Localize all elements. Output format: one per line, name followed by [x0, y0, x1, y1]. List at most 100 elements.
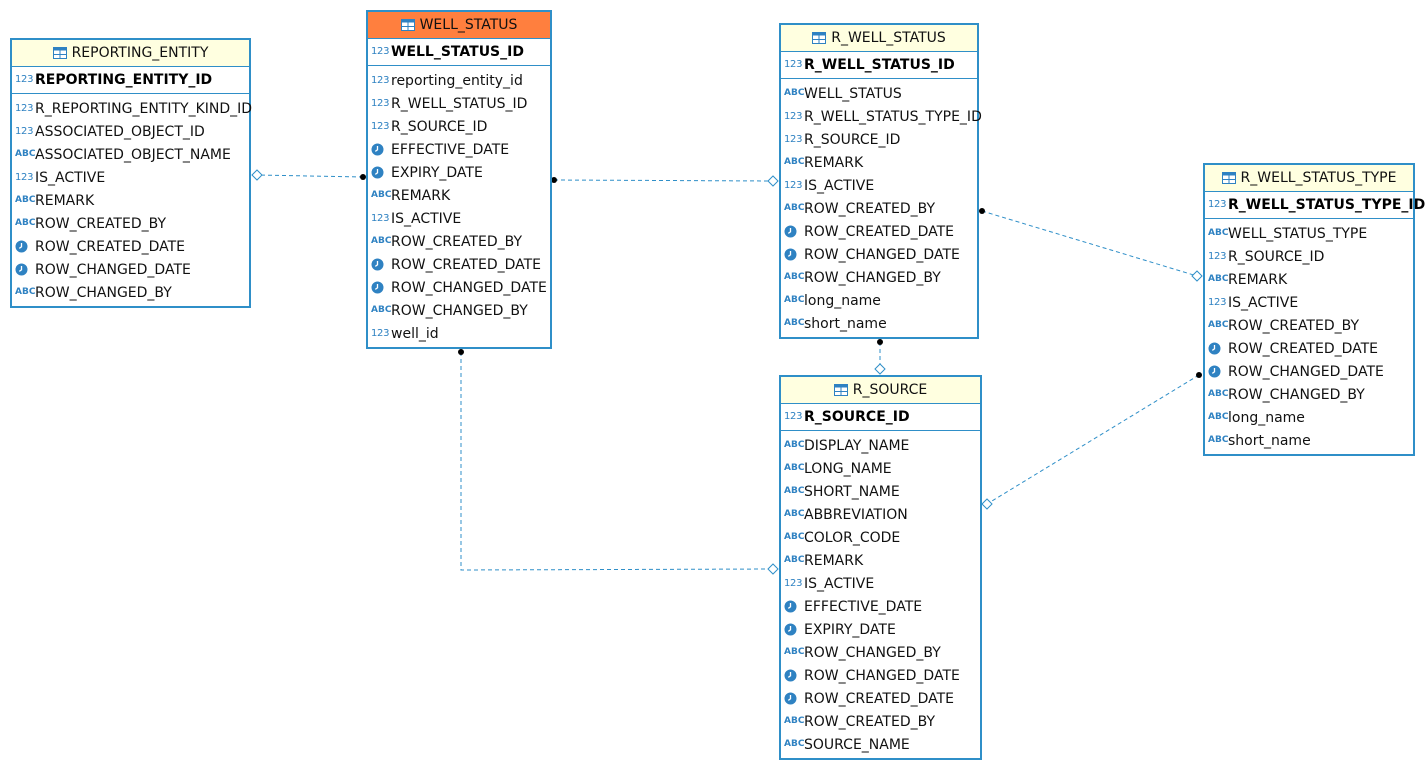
- column-name: WELL_STATUS: [804, 85, 902, 102]
- link-well-status-to-r-source[interactable]: [460, 352, 774, 571]
- date-clock-icon: [371, 166, 390, 179]
- column-row[interactable]: EXPIRY_DATE: [368, 161, 550, 184]
- entity-header[interactable]: R_SOURCE: [781, 377, 980, 404]
- column-row[interactable]: ROW_CHANGED_DATE: [1205, 360, 1413, 383]
- entity-header[interactable]: REPORTING_ENTITY: [12, 40, 249, 67]
- column-name: R_WELL_STATUS_ID: [804, 57, 955, 73]
- numeric-type-icon: 123: [1208, 250, 1227, 262]
- column-row[interactable]: ROW_CREATED_DATE: [368, 253, 550, 276]
- table-icon: [52, 47, 67, 59]
- column-row[interactable]: ROW_CREATED_DATE: [781, 220, 977, 243]
- column-name: EXPIRY_DATE: [391, 164, 483, 181]
- column-name: ROW_CREATED_DATE: [804, 223, 955, 240]
- entity-header[interactable]: R_WELL_STATUS: [781, 25, 977, 52]
- column-name: ROW_CHANGED_BY: [804, 644, 941, 661]
- column-name: IS_ACTIVE: [391, 210, 462, 227]
- entity-header[interactable]: R_WELL_STATUS_TYPE: [1205, 165, 1413, 192]
- link-end-dot: [1196, 372, 1202, 378]
- text-type-icon: ABC: [784, 272, 805, 282]
- column-row[interactable]: ROW_CHANGED_DATE: [781, 664, 980, 687]
- link-r-well-status-to-r-well-status-type[interactable]: [981, 210, 1198, 277]
- column-row[interactable]: ROW_CREATED_DATE: [12, 235, 249, 258]
- column-row[interactable]: ROW_CHANGED_DATE: [781, 243, 977, 266]
- link-well-status-to-r-well-status[interactable]: [553, 179, 774, 182]
- column-row[interactable]: ROW_CHANGED_DATE: [368, 276, 550, 299]
- link-well-status-to-reporting-entity[interactable]: [256, 174, 364, 178]
- text-type-icon: ABC: [1208, 389, 1229, 399]
- entity-header[interactable]: WELL_STATUS: [368, 12, 550, 39]
- column-row[interactable]: ROW_CREATED_DATE: [1205, 337, 1413, 360]
- numeric-type-icon: 123: [784, 110, 803, 122]
- column-row[interactable]: EFFECTIVE_DATE: [368, 138, 550, 161]
- column-name: IS_ACTIVE: [804, 177, 875, 194]
- column-name: ROW_CHANGED_DATE: [804, 246, 960, 263]
- link-r-well-status-type-to-r-source[interactable]: [986, 374, 1200, 505]
- column-row[interactable]: EFFECTIVE_DATE: [781, 595, 980, 618]
- column-row[interactable]: ROW_CREATED_DATE: [781, 687, 980, 710]
- column-name: IS_ACTIVE: [804, 575, 875, 592]
- column-row[interactable]: ROW_CHANGED_DATE: [12, 258, 249, 281]
- date-clock-icon: [784, 225, 803, 238]
- column-name: SHORT_NAME: [804, 483, 900, 500]
- column-name: ROW_CHANGED_BY: [1228, 386, 1365, 403]
- numeric-type-icon: 123: [371, 120, 390, 132]
- numeric-type-icon: 123: [15, 102, 34, 114]
- numeric-type-icon: 123: [371, 74, 390, 86]
- column-row[interactable]: EXPIRY_DATE: [781, 618, 980, 641]
- column-name: WELL_STATUS_TYPE: [1228, 225, 1368, 242]
